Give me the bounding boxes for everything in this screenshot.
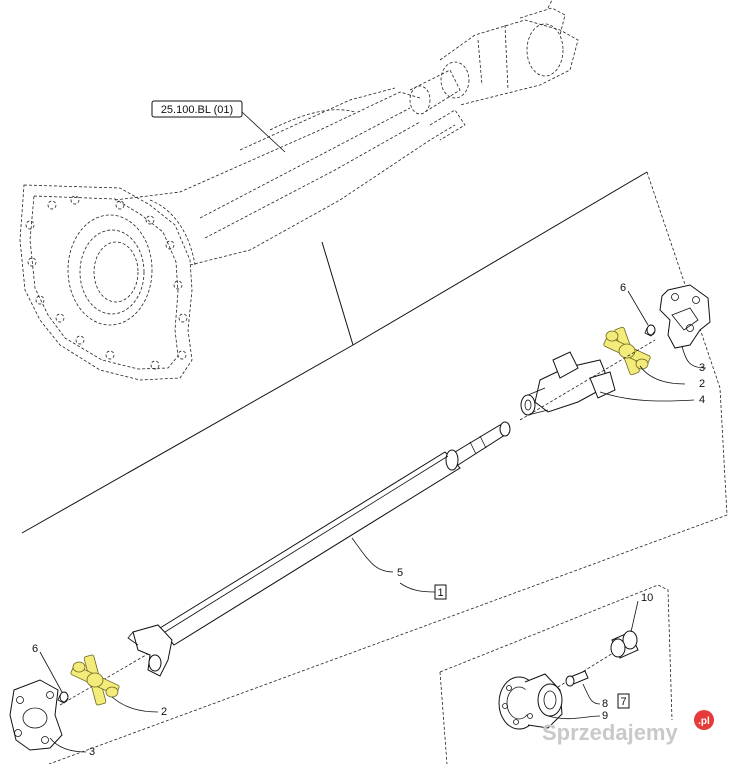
assembly-box-1-text: 1 — [437, 587, 443, 599]
callout-6-bottom: 6 — [32, 643, 38, 655]
kit-box-7-text: 7 — [620, 696, 626, 708]
callout-8: 8 — [602, 698, 608, 710]
front-axle-housing — [19, 0, 579, 381]
kit-dashed-frame — [439, 584, 673, 764]
section-break-lines — [21, 171, 728, 764]
callout-2-top: 2 — [699, 378, 705, 390]
universal-joint-spider-top — [603, 326, 651, 376]
callouts: 6 3 2 4 5 1 10 6 2 3 8 7 9 — [32, 282, 707, 758]
callout-6-top: 6 — [620, 282, 626, 294]
callout-10: 10 — [641, 592, 653, 604]
callout-9: 9 — [602, 710, 608, 722]
flange-yoke-bottom — [9, 679, 63, 751]
assembly-box-1 — [434, 584, 447, 600]
watermark-badge — [694, 710, 714, 730]
watermark-badge-text: .pl — [698, 716, 710, 727]
slip-yoke — [520, 351, 616, 416]
flange-yoke-top — [659, 284, 711, 349]
callout-3-top: 3 — [699, 362, 705, 374]
bolt-8 — [565, 670, 589, 687]
callout-5: 5 — [397, 567, 403, 579]
universal-joint-spider-bottom — [70, 654, 120, 706]
bushing-10 — [610, 630, 639, 659]
callout-2-bottom: 2 — [161, 706, 167, 718]
bolt-6-top — [644, 324, 656, 337]
reference-label: 25.100.BL (01) — [151, 100, 286, 153]
flange-hub-9 — [498, 673, 563, 730]
watermark-text: Sprzedajemy — [542, 720, 678, 745]
propeller-shaft — [127, 421, 511, 677]
callout-3-bottom: 3 — [89, 746, 95, 758]
callout-4: 4 — [699, 394, 705, 406]
bolt-6-bottom — [57, 691, 69, 704]
reference-label-text: 25.100.BL (01) — [161, 104, 233, 116]
watermark: Sprzedajemy .pl — [542, 710, 714, 745]
kit-box-7 — [617, 693, 630, 709]
